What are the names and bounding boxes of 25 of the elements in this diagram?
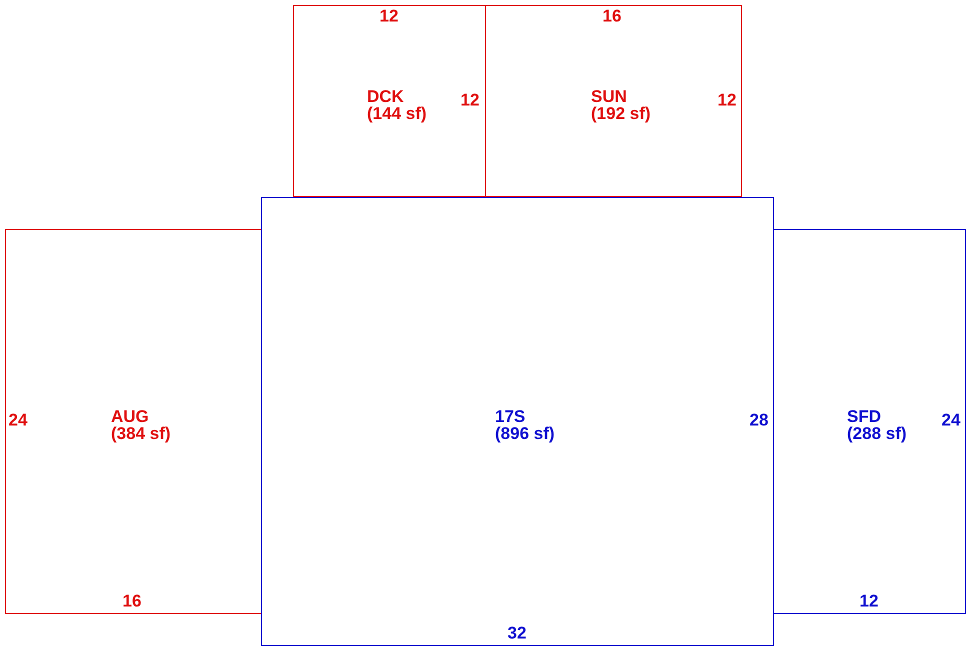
dimension-label: 12	[460, 92, 480, 108]
room-outline	[261, 197, 774, 646]
room-outline	[5, 229, 262, 614]
dimension-label: 24	[942, 412, 960, 428]
room-outline	[485, 5, 742, 197]
dimension-label: 16	[602, 8, 622, 24]
room-code: SFD	[847, 408, 881, 425]
area-label: (384 sf)	[111, 425, 171, 442]
room-code: AUG	[111, 408, 149, 425]
dimension-label: 16	[122, 592, 142, 610]
room-code: SUN	[591, 88, 627, 105]
dimension-label: 24	[8, 412, 28, 428]
dimension-label: 32	[508, 624, 526, 642]
dimension-label: 12	[860, 592, 878, 610]
room-code: 17S	[495, 408, 526, 425]
dimension-label: 12	[380, 8, 398, 24]
room-code: DCK	[367, 88, 404, 105]
dimension-label: 12	[718, 92, 736, 108]
room-outline	[773, 229, 966, 614]
room-outline	[293, 5, 486, 197]
dimension-label: 28	[750, 412, 768, 428]
area-label: (144 sf)	[367, 105, 427, 122]
area-label: (896 sf)	[495, 425, 555, 442]
area-label: (288 sf)	[847, 425, 907, 442]
area-label: (192 sf)	[591, 105, 651, 122]
